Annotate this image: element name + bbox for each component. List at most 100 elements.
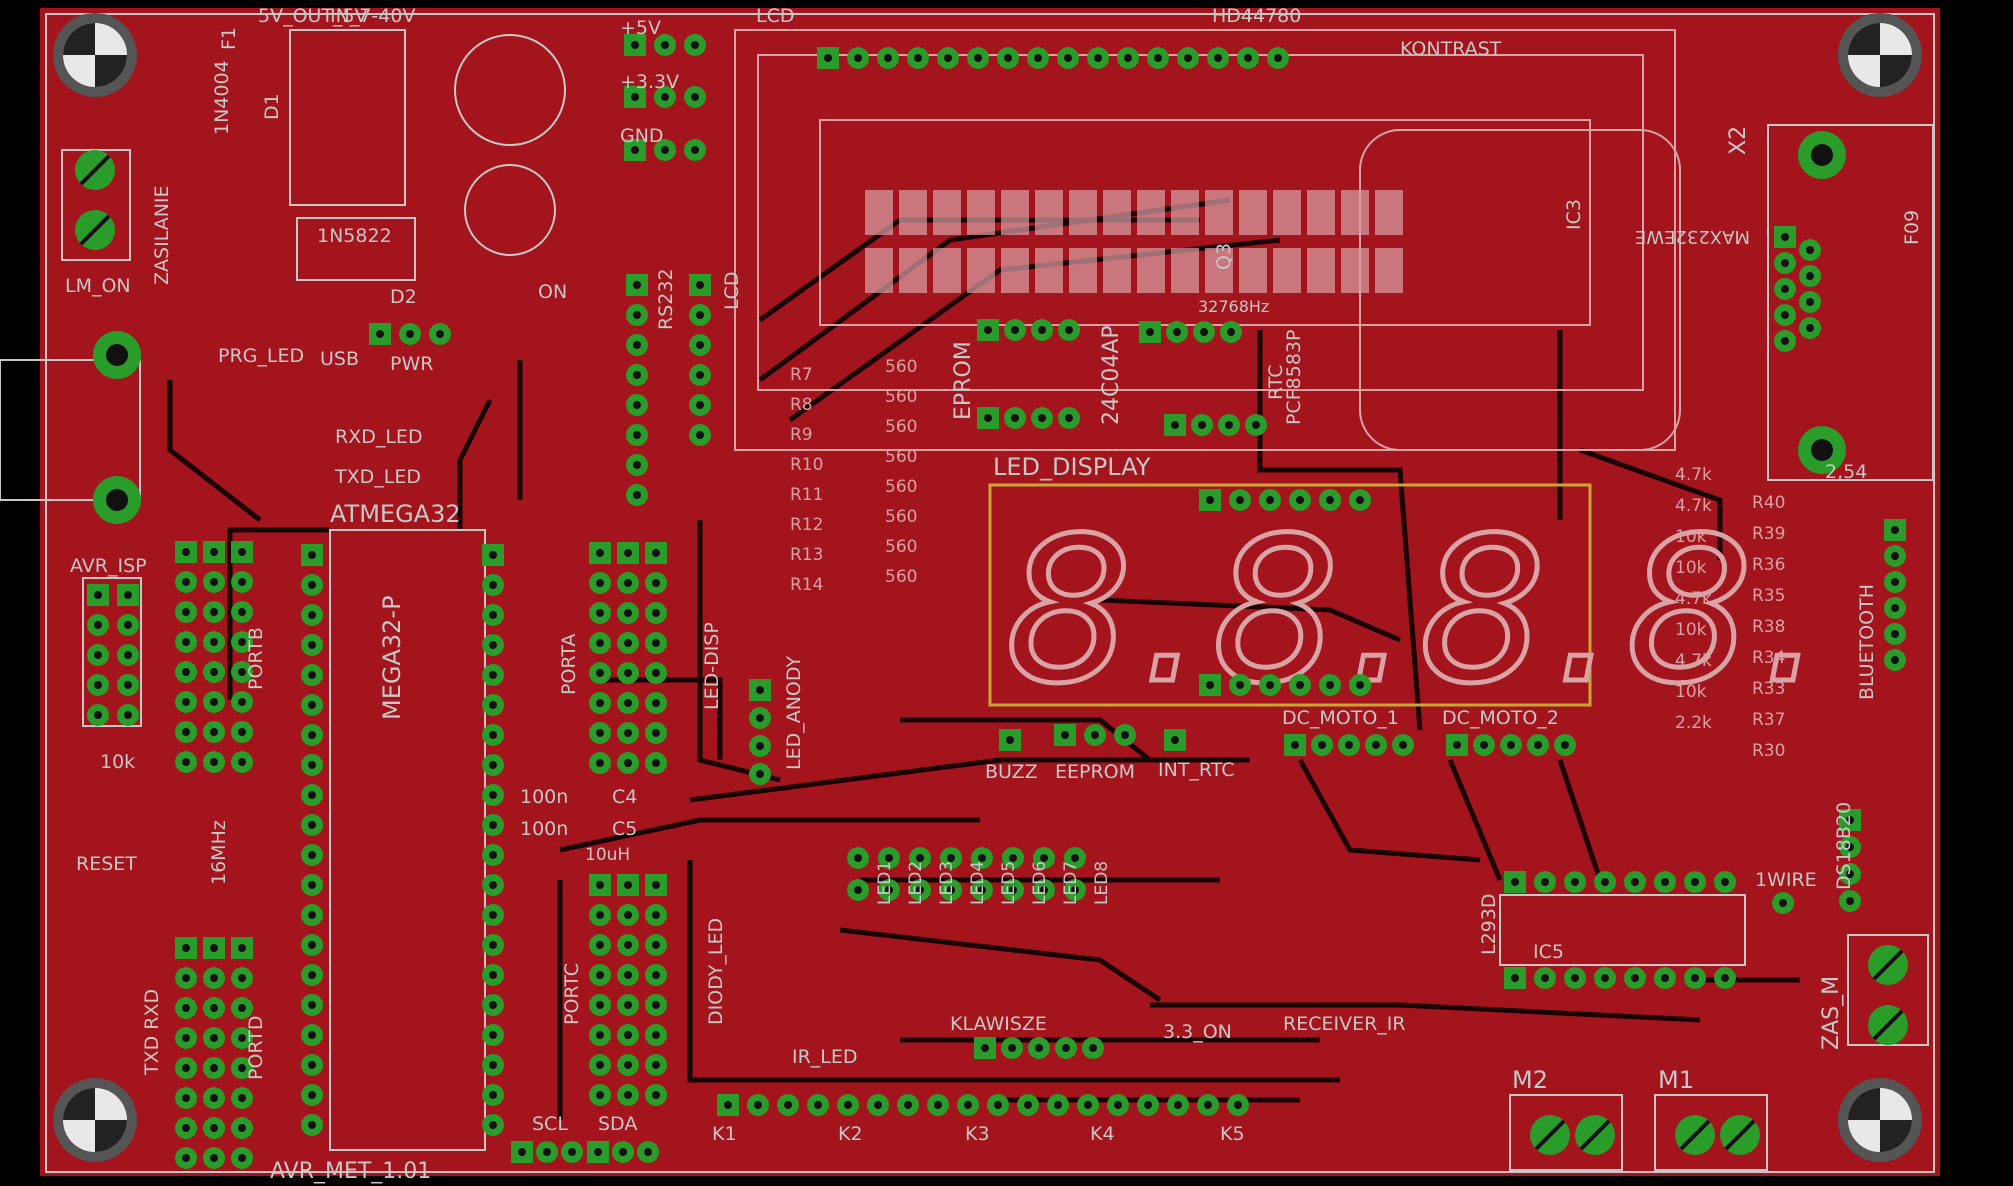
label-ir-led: IR_LED — [792, 1046, 858, 1068]
drill-hole — [182, 698, 190, 706]
drill-hole — [1236, 496, 1244, 504]
copper-trace — [227, 527, 330, 700]
drill-hole — [624, 1061, 632, 1069]
lcd-char-cell — [967, 190, 995, 235]
label-rxd-led: RXD_LED — [335, 426, 423, 448]
lcd-char-cell — [1001, 248, 1029, 293]
drill-hole — [596, 729, 604, 737]
drill-hole — [1891, 604, 1899, 612]
drill-hole — [691, 41, 699, 49]
label-dc-moto-2: DC_MOTO_2 — [1442, 707, 1559, 729]
drill-hole — [624, 1001, 632, 1009]
drill-hole — [308, 851, 316, 859]
usb-outline — [0, 359, 141, 501]
resistor-value: 560 — [885, 417, 917, 437]
label-1n4004: 1N4004 — [211, 60, 233, 135]
drill-hole — [652, 1061, 660, 1069]
drill-hole — [489, 851, 497, 859]
drill-hole — [1089, 1044, 1097, 1052]
lcd-char-cell — [1341, 248, 1369, 293]
label-in-7-40v: IN_7-40V — [330, 5, 415, 27]
drill-hole — [652, 941, 660, 949]
drill-hole — [661, 93, 669, 101]
copper-trace — [1099, 597, 1401, 643]
label-eeprom-jp: EEPROM — [1055, 761, 1135, 783]
copper-trace — [600, 677, 723, 760]
drill-hole — [489, 671, 497, 679]
drill-hole — [596, 609, 604, 617]
drill-hole — [624, 941, 632, 949]
lcd-char-cell — [1137, 190, 1165, 235]
drill-hole — [1480, 741, 1488, 749]
drill-hole — [624, 729, 632, 737]
drill-hole — [308, 1091, 316, 1099]
lcd-char-cell — [865, 190, 893, 235]
drill-hole — [1781, 337, 1789, 345]
label-portd: PORTD — [245, 1016, 267, 1080]
label-rs232: RS232 — [655, 268, 677, 330]
lcd-char-cell — [1103, 248, 1131, 293]
drill-hole — [696, 341, 704, 349]
cout-outline — [464, 164, 556, 256]
drill-hole — [696, 431, 704, 439]
drill-hole — [1781, 285, 1789, 293]
mount-hole-quadrant — [1848, 23, 1912, 87]
drill-hole — [489, 911, 497, 919]
atmega32-outline — [329, 529, 486, 1151]
drill-hole — [1062, 1044, 1070, 1052]
copper-trace — [1150, 1002, 1701, 1023]
drill-hole — [182, 1094, 190, 1102]
label-lcd: LCD — [756, 5, 794, 27]
lcd-char-cell — [1239, 248, 1267, 293]
label-usb: USB — [320, 348, 359, 370]
drill-hole — [633, 401, 641, 409]
drill-hole — [1064, 54, 1072, 62]
drill-hole — [661, 146, 669, 154]
drill-hole — [1038, 414, 1046, 422]
drill-hole — [182, 758, 190, 766]
resistor-ref: R7 — [790, 365, 813, 385]
drill-hole — [596, 881, 604, 889]
drill-hole — [1084, 1101, 1092, 1109]
drill-hole — [1124, 54, 1132, 62]
drill-hole — [652, 1001, 660, 1009]
label-ds18b20: DS18B20 — [1833, 802, 1855, 890]
drill-hole — [885, 854, 893, 862]
drill-hole — [1121, 731, 1129, 739]
drill-hole — [1146, 328, 1154, 336]
drill-hole — [489, 881, 497, 889]
label-zas-m: ZAS_M — [1819, 976, 1844, 1050]
lcd-char-cell — [1171, 190, 1199, 235]
label-q3: Q3 — [1213, 243, 1235, 270]
drill-hole — [1225, 421, 1233, 429]
drill-hole — [696, 281, 704, 289]
drill-hole — [1571, 878, 1579, 886]
drill-hole — [756, 770, 764, 778]
label-k4: K4 — [1090, 1123, 1115, 1145]
drill-hole — [210, 944, 218, 952]
drill-hole — [756, 714, 764, 722]
max232-outline — [1359, 129, 1681, 451]
drill-hole — [633, 371, 641, 379]
drill-hole — [1204, 1101, 1212, 1109]
drill-hole — [624, 1031, 632, 1039]
resistor-ref: R11 — [790, 485, 823, 505]
mount-hole-quadrant — [1848, 1088, 1912, 1152]
drill-hole — [210, 1094, 218, 1102]
label-led-disp: LED-DISP — [701, 622, 723, 710]
drill-hole — [984, 414, 992, 422]
drill-hole — [1296, 496, 1304, 504]
label-porta: PORTA — [558, 634, 580, 695]
drill-hole — [1781, 311, 1789, 319]
drill-hole — [1846, 870, 1854, 878]
drill-hole — [308, 671, 316, 679]
resistor-value: 560 — [885, 357, 917, 377]
drill-hole — [596, 941, 604, 949]
label-eprom: EPROM — [951, 341, 976, 420]
copper-trace — [457, 398, 493, 530]
label-mega32-p: MEGA32-P — [378, 595, 406, 720]
drill-hole — [308, 701, 316, 709]
drill-hole — [934, 1101, 942, 1109]
drill-hole — [1011, 326, 1019, 334]
drill-hole — [308, 581, 316, 589]
